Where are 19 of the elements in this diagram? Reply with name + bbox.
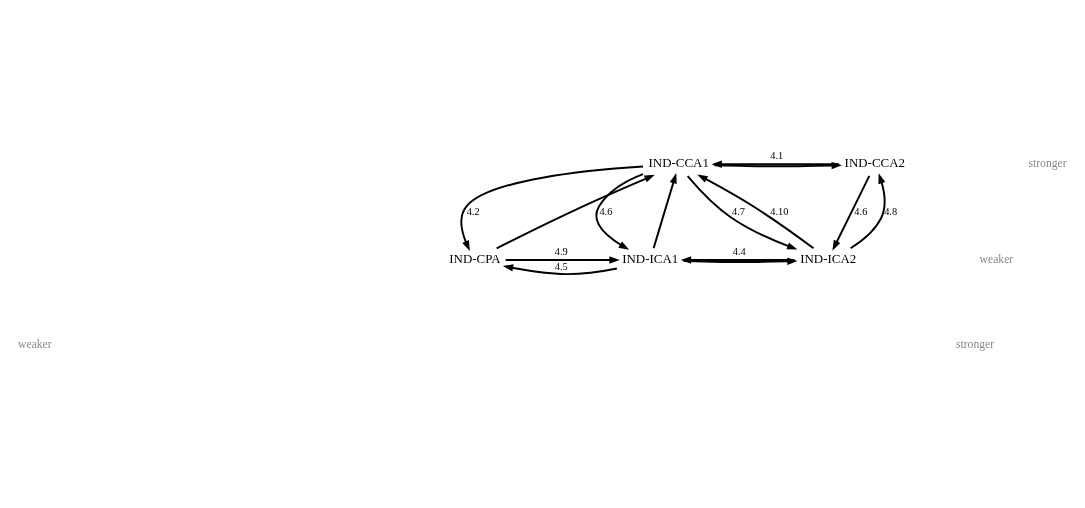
edge-label: 4.1 bbox=[770, 149, 784, 161]
label: weaker bbox=[979, 252, 1014, 266]
edge-label: 4.4 bbox=[732, 245, 746, 257]
edge-label: 4.8 bbox=[884, 205, 898, 217]
node-text: IND-ICA1 bbox=[622, 250, 679, 266]
edge-label: 4.7 bbox=[732, 205, 746, 217]
node-text: IND-ICA2 bbox=[800, 250, 857, 266]
edge-label: 4.10 bbox=[770, 205, 789, 217]
node-text: IND-CCA2 bbox=[844, 154, 905, 170]
edge-label: 4.9 bbox=[554, 245, 568, 257]
label: stronger bbox=[956, 337, 995, 351]
edge-label: 4.5 bbox=[554, 260, 568, 272]
edge-label: 4.2 bbox=[466, 205, 480, 217]
edge-label: 4.6 bbox=[854, 205, 868, 217]
edge-label: 4.6 bbox=[599, 205, 613, 217]
node-text: IND-CPA bbox=[449, 250, 501, 266]
label: weaker bbox=[18, 337, 52, 351]
node-text: IND-CCA1 bbox=[648, 154, 709, 170]
label: stronger bbox=[1028, 156, 1067, 170]
